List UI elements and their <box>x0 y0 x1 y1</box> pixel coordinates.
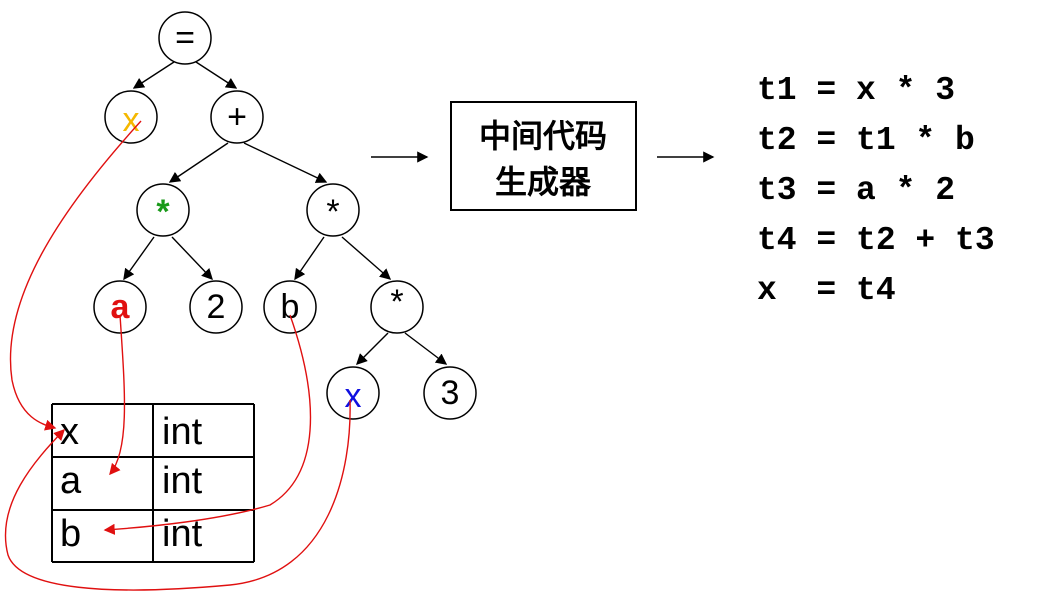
symbol-name-a: a <box>60 460 82 502</box>
node-label: 2 <box>207 288 226 326</box>
edge-mul-2 <box>171 236 213 281</box>
edge-mul-b <box>294 236 325 281</box>
generator-label-line2: 生成器 <box>495 163 592 201</box>
node-label: 3 <box>441 374 460 412</box>
tree-node-a: a <box>93 280 147 334</box>
tree-node-2: 2 <box>189 280 243 334</box>
symbol-type-x: int <box>162 411 203 453</box>
symbol-name-x: x <box>60 411 79 453</box>
tree-node-3: 3 <box>423 366 477 420</box>
code-line-5: x = t4 <box>757 272 896 309</box>
edge-mul-a <box>123 236 155 281</box>
edge-plus-mul-right <box>243 142 328 183</box>
node-label: * <box>390 283 403 321</box>
node-label: x <box>123 101 140 139</box>
pointer-x-leaf <box>4 399 351 591</box>
symbol-name-b: b <box>60 513 81 555</box>
edge-plus-mul-left <box>168 142 229 183</box>
node-label: + <box>227 98 247 136</box>
tree-node-x-leaf: x <box>326 366 380 420</box>
node-label: b <box>281 288 300 326</box>
tree-node-mul-left: * <box>136 183 190 237</box>
symbol-table: x int a int b int <box>51 403 255 563</box>
node-label: = <box>175 19 195 57</box>
tree-node-x-lhs: x <box>104 90 158 144</box>
pointer-a <box>109 314 126 476</box>
code-line-4: t4 = t2 + t3 <box>757 222 995 259</box>
tree-edges <box>123 61 448 365</box>
tree-node-plus: + <box>210 90 264 144</box>
edge-root-x <box>132 61 175 89</box>
node-label: * <box>326 193 339 231</box>
tree-node-mul-right: * <box>306 183 360 237</box>
code-line-3: t3 = a * 2 <box>757 172 956 209</box>
tree-node-mul-inner: * <box>370 280 424 334</box>
symbol-type-a: int <box>162 460 203 502</box>
code-line-2: t2 = t1 * b <box>757 122 975 159</box>
edge-mul-inner <box>341 236 392 280</box>
edge-inner-x <box>356 332 389 365</box>
node-label: a <box>111 288 131 326</box>
pointer-b <box>103 314 312 535</box>
node-label: x <box>345 377 362 415</box>
generator-label-line1: 中间代码 <box>479 117 607 155</box>
edge-inner-3 <box>404 332 448 365</box>
pointer-x-lhs <box>9 120 142 431</box>
node-label: * <box>156 193 170 231</box>
intermediate-code-generator-box: 中间代码 生成器 <box>450 101 637 211</box>
code-line-1: t1 = x * 3 <box>757 72 956 109</box>
symbol-pointers <box>4 120 351 591</box>
tree-node-root: = <box>158 11 212 65</box>
tree-node-b: b <box>263 280 317 334</box>
symbol-type-b: int <box>162 513 203 555</box>
edge-root-plus <box>195 61 238 89</box>
